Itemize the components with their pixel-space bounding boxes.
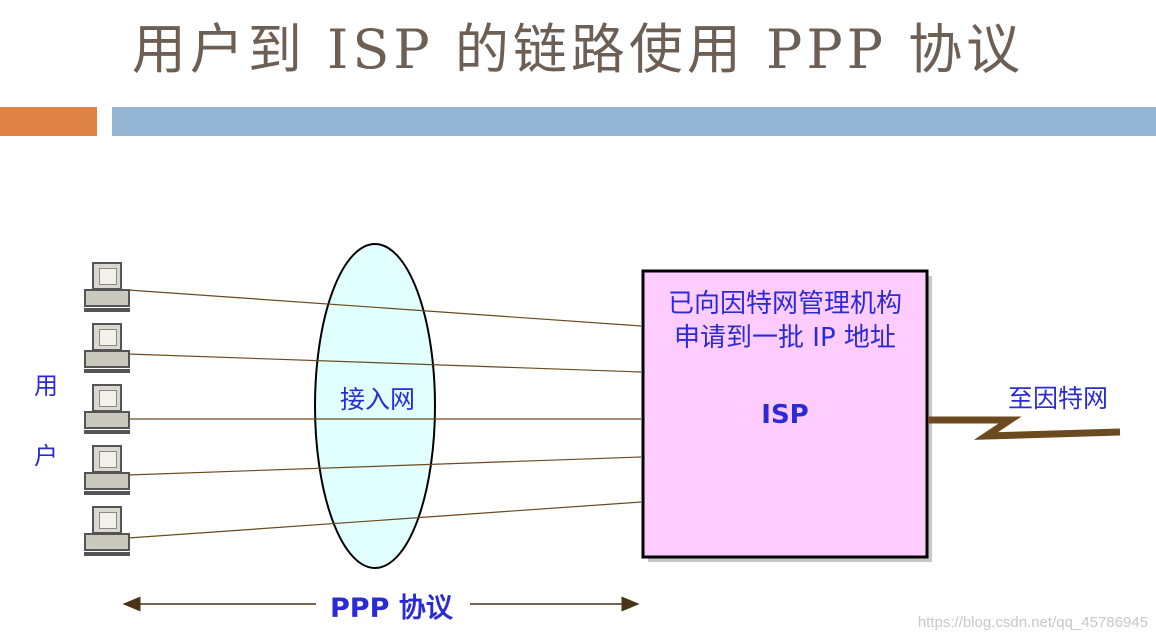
watermark: https://blog.csdn.net/qq_45786945 — [917, 614, 1148, 631]
isp-line-2: 申请到一批 IP 地址 — [674, 323, 896, 353]
user-label-char-2: 户 — [34, 442, 58, 470]
user-link-2 — [127, 353, 642, 373]
computer-icon — [84, 262, 132, 318]
ppp-label: PPP 协议 — [330, 593, 453, 624]
accent-bar-orange — [0, 107, 97, 136]
user-link-4 — [127, 456, 642, 476]
user-link-5 — [127, 501, 642, 539]
computer-icon — [84, 445, 132, 501]
computer-icon — [84, 323, 132, 379]
internet-link — [928, 416, 1121, 440]
access-network-label: 接入网 — [340, 385, 416, 414]
internet-label: 至因特网 — [1008, 384, 1109, 413]
isp-name: ISP — [761, 400, 809, 430]
isp-line-1: 已向因特网管理机构 — [667, 289, 902, 319]
page-title: 用户到 ISP 的链路使用 PPP 协议 — [131, 18, 1025, 81]
computer-icon — [84, 384, 132, 440]
user-link-1 — [127, 289, 642, 327]
accent-bar-blue — [112, 107, 1156, 136]
access-network-ellipse — [314, 243, 436, 569]
user-label-char-1: 用 — [34, 372, 58, 400]
computer-icon — [84, 506, 132, 562]
isp-box — [641, 269, 929, 559]
